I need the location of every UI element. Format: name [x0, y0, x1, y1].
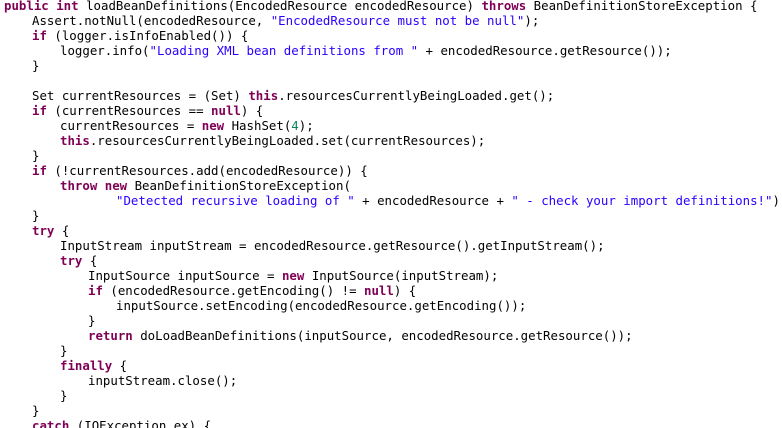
code-text: ) { — [240, 103, 264, 118]
code-text: inputStream.close(); — [88, 373, 238, 388]
code-text: InputSource(inputStream); — [304, 268, 499, 283]
code-text: + encodedResource + — [354, 193, 512, 208]
code-line: return doLoadBeanDefinitions(inputSource… — [4, 328, 633, 343]
code-text: } — [60, 343, 68, 358]
code-keyword: try — [32, 223, 55, 238]
code-line: } — [4, 313, 95, 328]
code-text: } — [32, 148, 40, 163]
code-text: } — [32, 208, 40, 223]
code-text: { — [112, 358, 128, 373]
code-line: InputSource inputSource = new InputSourc… — [4, 268, 498, 283]
code-string: " - check your import definitions!" — [511, 193, 773, 208]
code-text: BeanDefinitionStoreException { — [526, 0, 758, 13]
code-keyword: new — [201, 118, 225, 133]
code-keyword: if — [32, 28, 47, 43]
code-text: { — [82, 253, 98, 268]
code-line: Set currentResources = (Set) this.resour… — [4, 88, 554, 103]
code-text: + encodedResource.getResource()); — [418, 43, 672, 58]
code-number: 4 — [291, 118, 299, 133]
code-line: } — [4, 58, 39, 73]
code-text: } — [32, 58, 40, 73]
code-line: inputStream.close(); — [4, 373, 237, 388]
code-line: if (currentResources == null) { — [4, 103, 263, 118]
code-line: "Detected recursive loading of " + encod… — [4, 193, 782, 208]
code-keyword: new — [281, 268, 305, 283]
code-line: } — [4, 208, 39, 223]
code-keyword: catch — [32, 418, 70, 428]
code-keyword: public int — [4, 0, 79, 13]
code-text: .resourcesCurrentlyBeingLoaded.set(curre… — [89, 133, 486, 148]
code-line: throw new BeanDefinitionStoreException( — [4, 178, 351, 193]
code-text: ); — [772, 193, 782, 208]
code-text: (logger.isInfoEnabled()) { — [46, 28, 249, 43]
code-text: (currentResources == — [46, 103, 212, 118]
code-keyword: this — [248, 88, 279, 103]
code-line: try { — [4, 253, 97, 268]
code-line: if (encodedResource.getEncoding() != nul… — [4, 283, 416, 298]
code-text: ); — [298, 118, 314, 133]
code-text: ) { — [393, 283, 417, 298]
code-line: public int loadBeanDefinitions(EncodedRe… — [4, 0, 757, 13]
code-text: inputSource.setEncoding(encodedResource.… — [116, 298, 527, 313]
code-line: logger.info("Loading XML bean definition… — [4, 43, 672, 58]
code-text: doLoadBeanDefinitions(inputSource, encod… — [132, 328, 633, 343]
code-line: InputStream inputStream = encodedResourc… — [4, 238, 605, 253]
code-keyword: if — [32, 103, 47, 118]
code-keyword: throws — [481, 0, 527, 13]
code-text: (!currentResources.add(encodedResource))… — [46, 163, 368, 178]
code-text: InputSource inputSource = — [88, 268, 282, 283]
code-text: Assert.notNull(encodedResource, — [32, 13, 271, 28]
code-text: BeanDefinitionStoreException( — [127, 178, 351, 193]
code-text: logger.info( — [60, 43, 150, 58]
code-text: } — [32, 403, 40, 418]
code-keyword: this — [60, 133, 90, 148]
code-line: if (logger.isInfoEnabled()) { — [4, 28, 248, 43]
code-keyword: throw new — [60, 178, 128, 193]
code-keyword: if — [88, 283, 103, 298]
code-keyword: return — [88, 328, 133, 343]
code-text: Set currentResources = (Set) — [32, 88, 249, 103]
code-keyword: finally — [60, 358, 113, 373]
code-line: try { — [4, 223, 69, 238]
code-text: (encodedResource.getEncoding() != — [102, 283, 365, 298]
code-line: currentResources = new HashSet(4); — [4, 118, 314, 133]
code-text: } — [60, 388, 68, 403]
code-text: { — [54, 223, 70, 238]
code-line: inputSource.setEncoding(encodedResource.… — [4, 298, 526, 313]
code-keyword: null — [364, 283, 394, 298]
code-text: ); — [524, 13, 540, 28]
code-text: } — [88, 313, 96, 328]
code-text: (IOException ex) { — [69, 418, 212, 428]
code-line: } — [4, 148, 39, 163]
code-line: Assert.notNull(encodedResource, "Encoded… — [4, 13, 539, 28]
code-line: catch (IOException ex) { — [4, 418, 211, 428]
code-text: currentResources = — [60, 118, 202, 133]
code-keyword: null — [211, 103, 241, 118]
code-string: "Detected recursive loading of " — [116, 193, 355, 208]
code-line: } — [4, 388, 67, 403]
code-string: "EncodedResource must not be null" — [270, 13, 525, 28]
code-line: } — [4, 403, 39, 418]
code-string: "Loading XML bean definitions from " — [149, 43, 419, 58]
code-keyword: try — [60, 253, 83, 268]
code-text: HashSet( — [224, 118, 292, 133]
code-text: loadBeanDefinitions(EncodedResource enco… — [78, 0, 482, 13]
code-text: InputStream inputStream = encodedResourc… — [60, 238, 605, 253]
code-line: this.resourcesCurrentlyBeingLoaded.set(c… — [4, 133, 485, 148]
code-text: .resourcesCurrentlyBeingLoaded.get(); — [278, 88, 555, 103]
code-keyword: if — [32, 163, 47, 178]
code-line: } — [4, 343, 67, 358]
code-line: finally { — [4, 358, 127, 373]
code-line: if (!currentResources.add(encodedResourc… — [4, 163, 368, 178]
